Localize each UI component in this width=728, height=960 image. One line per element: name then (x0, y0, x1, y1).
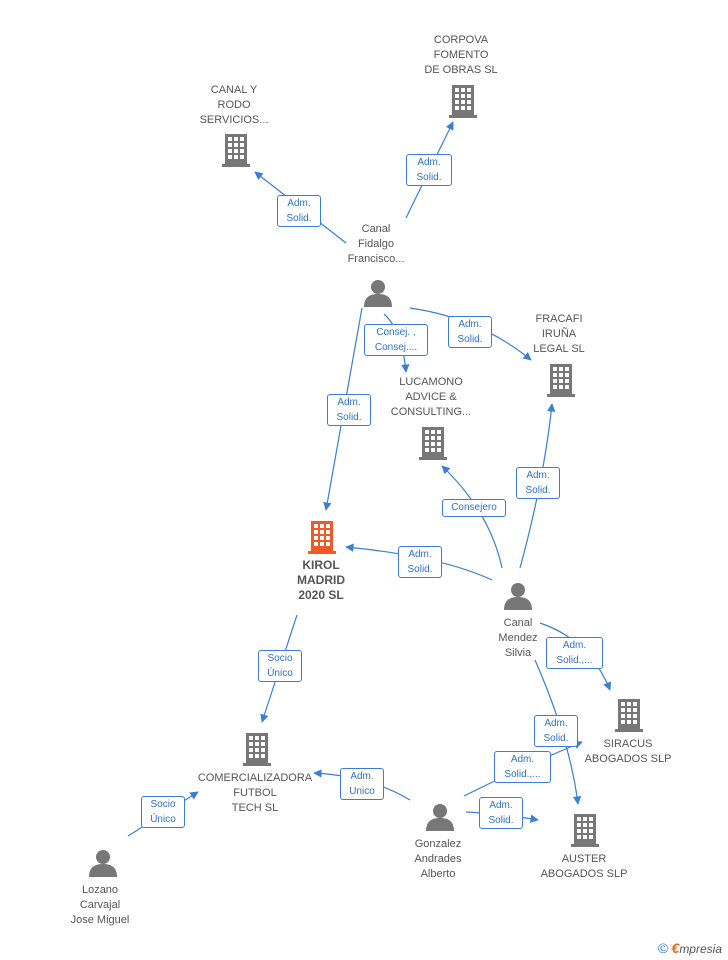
node-label-corpova[interactable]: CORPOVA FOMENTO DE OBRAS SL (424, 34, 498, 76)
edge-label-consejero: Consejero (442, 499, 506, 517)
edge-label-adm-solid: Adm. Solid. (398, 546, 442, 578)
person-icon (364, 280, 392, 307)
edge-label-adm-solid: Adm. Solid. (516, 467, 560, 499)
edge-label-adm-solid-multi: Adm. Solid.,... (546, 637, 603, 669)
node-label-kirol[interactable]: KIROL MADRID 2020 SL (297, 558, 345, 602)
node-label-canal-fidalgo[interactable]: Canal Fidalgo Francisco... (347, 223, 405, 265)
building-icon (547, 364, 575, 397)
building-icon (571, 814, 599, 847)
building-icon (308, 521, 336, 554)
building-icon (243, 733, 271, 766)
edge-label-consejero-multi: Consej. , Consej.... (364, 324, 428, 356)
edge-label-adm-solid: Adm. Solid. (534, 715, 578, 747)
edge-label-socio-unico: Socio Único (141, 796, 185, 828)
edge-label-adm-solid: Adm. Solid. (479, 797, 523, 829)
empresia-brand[interactable]: © €mpresia (658, 940, 722, 956)
node-label-canal-rodo[interactable]: CANAL Y RODO SERVICIOS... (199, 84, 269, 126)
brand-logo-letter: € (671, 940, 680, 956)
edge-mendez-lucamono (441, 465, 503, 569)
node-label-gonzalez[interactable]: Gonzalez Andrades Alberto (414, 838, 462, 880)
node-label-lucamono[interactable]: LUCAMONO ADVICE & CONSULTING... (390, 376, 472, 418)
edge-label-adm-solid: Adm. Solid. (277, 195, 321, 227)
edge-label-adm-solid: Adm. Solid. (327, 394, 371, 426)
building-icon (449, 85, 477, 118)
brand-name: mpresia (679, 942, 722, 956)
person-icon (504, 583, 532, 610)
building-icon (615, 699, 643, 732)
building-icon (222, 134, 250, 167)
person-icon (89, 850, 117, 877)
edge-label-adm-solid: Adm. Solid. (448, 316, 492, 348)
edge-label-socio-unico: Socio Único (258, 650, 302, 682)
node-label-comercializadora[interactable]: COMERCIALIZADORA FUTBOL TECH SL (197, 772, 313, 814)
copyright-icon: © (657, 940, 669, 956)
building-icon (419, 427, 447, 460)
node-label-auster[interactable]: AUSTER ABOGADOS SLP (540, 853, 628, 880)
edge-label-adm-solid-multi: Adm. Solid.,... (494, 751, 551, 783)
edge-label-adm-solid: Adm. Solid. (406, 154, 452, 186)
node-label-canal-mendez[interactable]: Canal Mendez Silvia (498, 617, 538, 659)
person-icon (426, 804, 454, 831)
node-label-siracus[interactable]: SIRACUS ABOGADOS SLP (584, 738, 672, 765)
node-label-fracafi[interactable]: FRACAFI IRUÑA LEGAL SL (533, 313, 585, 355)
node-label-lozano[interactable]: Lozano Carvajal Jose Miguel (70, 884, 130, 926)
edge-label-adm-unico: Adm. Unico (340, 768, 384, 800)
